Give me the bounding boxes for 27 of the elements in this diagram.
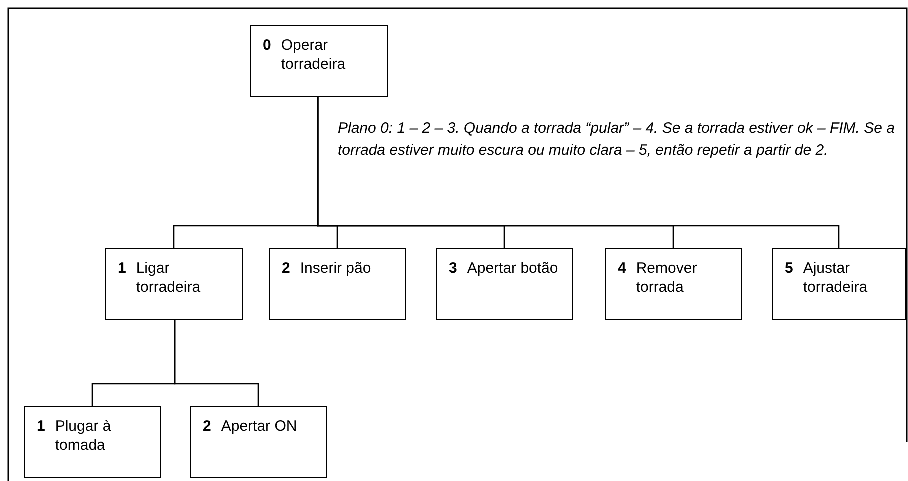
task-label: Remover torrada: [636, 259, 698, 298]
task-number: 5: [785, 259, 794, 279]
task-box: [105, 248, 243, 320]
task-label: Inserir pão: [300, 259, 372, 279]
task-number: 1: [118, 259, 126, 279]
task-box: [436, 248, 573, 320]
task-number: 1: [37, 417, 46, 437]
task-label: Ligar torradeira: [136, 259, 202, 298]
task-box: [772, 248, 906, 320]
task-box: [269, 248, 406, 320]
task-number: 2: [282, 259, 290, 279]
task-box: [24, 406, 161, 478]
task-number: 2: [203, 417, 212, 437]
task-number: 3: [449, 259, 458, 279]
task-number: 0: [263, 36, 272, 56]
task-box: [605, 248, 742, 320]
plan-note: Plano 0: 1 – 2 – 3. Quando a torrada “pular” – 4. Se a torrada estiver ok – FIM. Se a torrada estiver muito escura ou muito clara – 5, então repetir a partir de 2.: [338, 119, 896, 160]
connector-line: [317, 97, 840, 248]
task-box: [190, 406, 327, 478]
connector-line: [174, 320, 260, 406]
task-number: 4: [618, 259, 626, 279]
task-label: Apertar botão: [467, 259, 558, 279]
task-box: [250, 25, 388, 97]
task-label: Apertar ON: [221, 417, 298, 437]
task-label: Operar torradeira: [281, 36, 347, 75]
task-label: Ajustar torradeira: [803, 259, 869, 298]
task-label: Plugar à tomada: [55, 417, 112, 456]
